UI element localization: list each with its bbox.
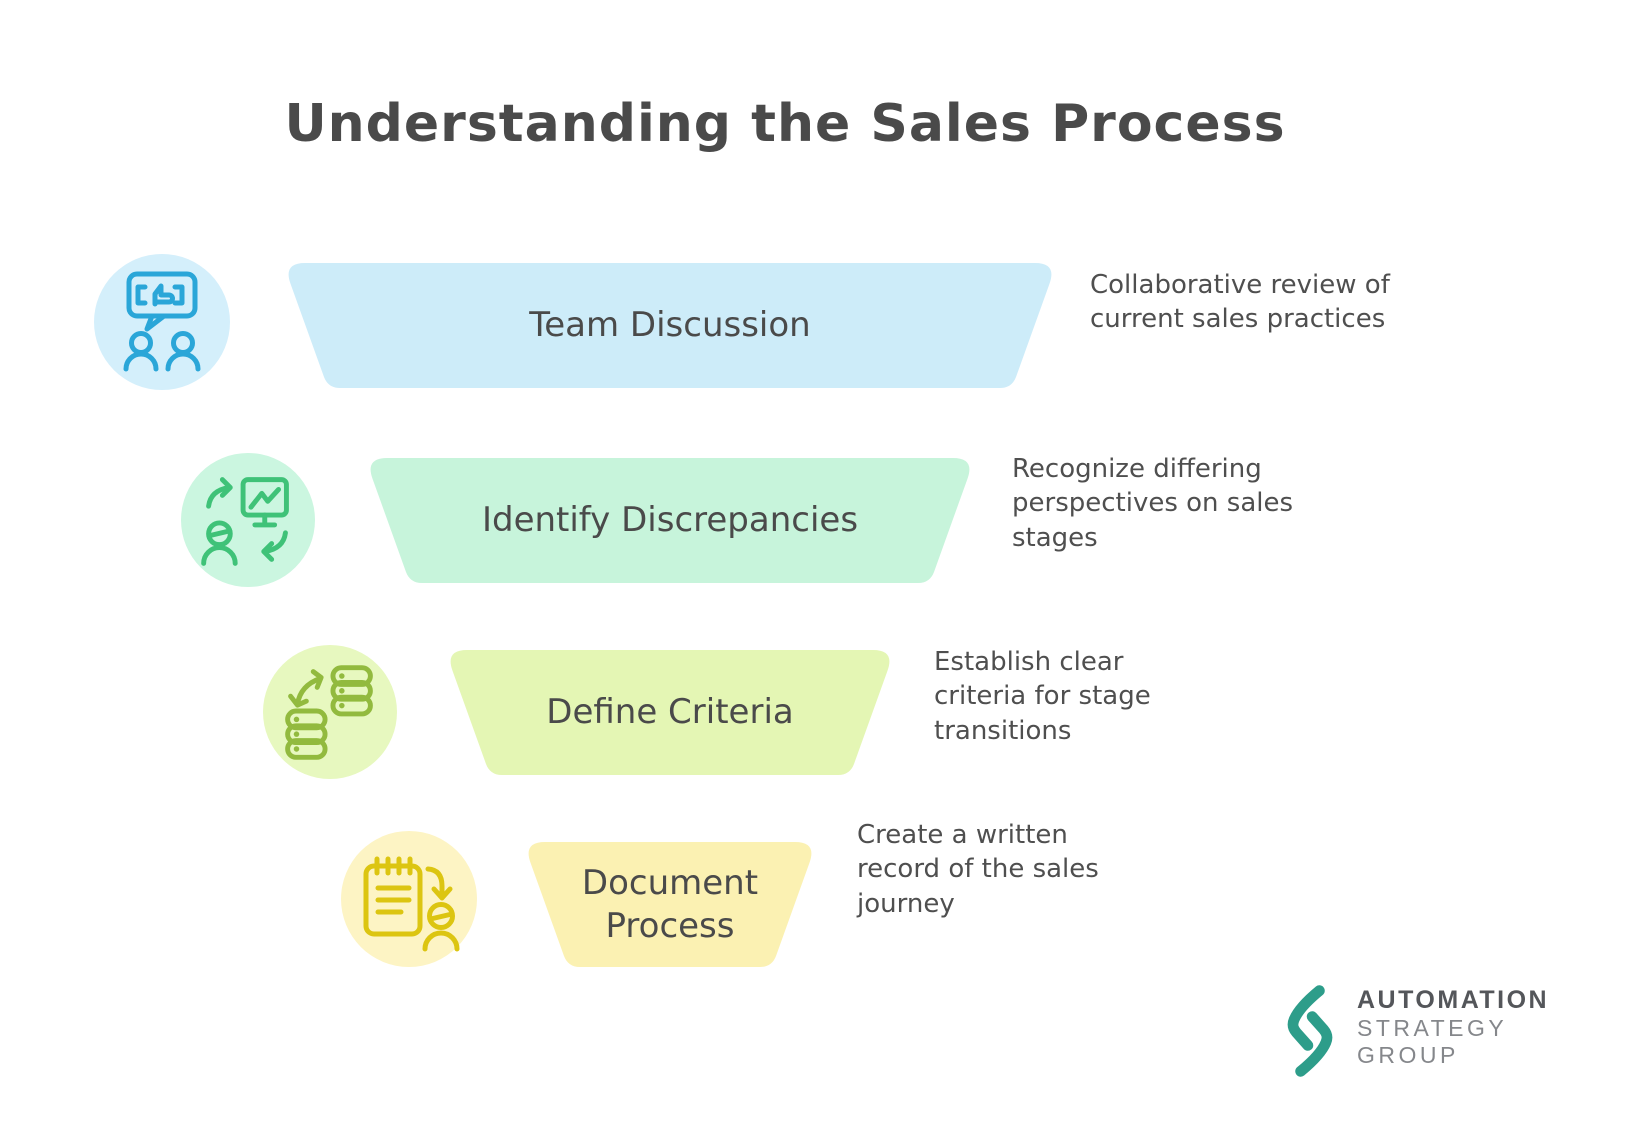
stage-label: Document Process [581,863,759,946]
stage-description: Recognize differing perspectives on sale… [1012,454,1294,553]
logo-text-group: GROUP [1357,1042,1459,1068]
logo-text-automation: AUTOMATION [1357,986,1550,1014]
discussion-icon [94,254,230,390]
icon-circle [263,645,397,779]
funnel-stage-shape [370,458,970,583]
document-handoff-icon [341,831,477,967]
stage-label: Team Discussion [529,305,811,346]
funnel-stage-shape [450,650,890,775]
logo-text-strategy: STRATEGY [1357,1015,1508,1041]
stage-label: Identify Discrepancies [481,500,859,541]
logo-mark-icon [1287,985,1333,1077]
stage-description: Create a written record of the sales jou… [857,820,1099,919]
icon-circle [181,453,315,587]
exchange-icon [181,453,315,587]
funnel-stage-shape [288,263,1052,388]
database-sync-icon [263,645,397,779]
stage-description: Collaborative review of current sales pr… [1090,270,1390,335]
page-title: Understanding the Sales Process [284,94,1286,154]
stage-description: Establish clear criteria for stage trans… [934,647,1151,746]
funnel-stage-shape [528,842,812,967]
stage-label: Define Criteria [546,692,794,733]
